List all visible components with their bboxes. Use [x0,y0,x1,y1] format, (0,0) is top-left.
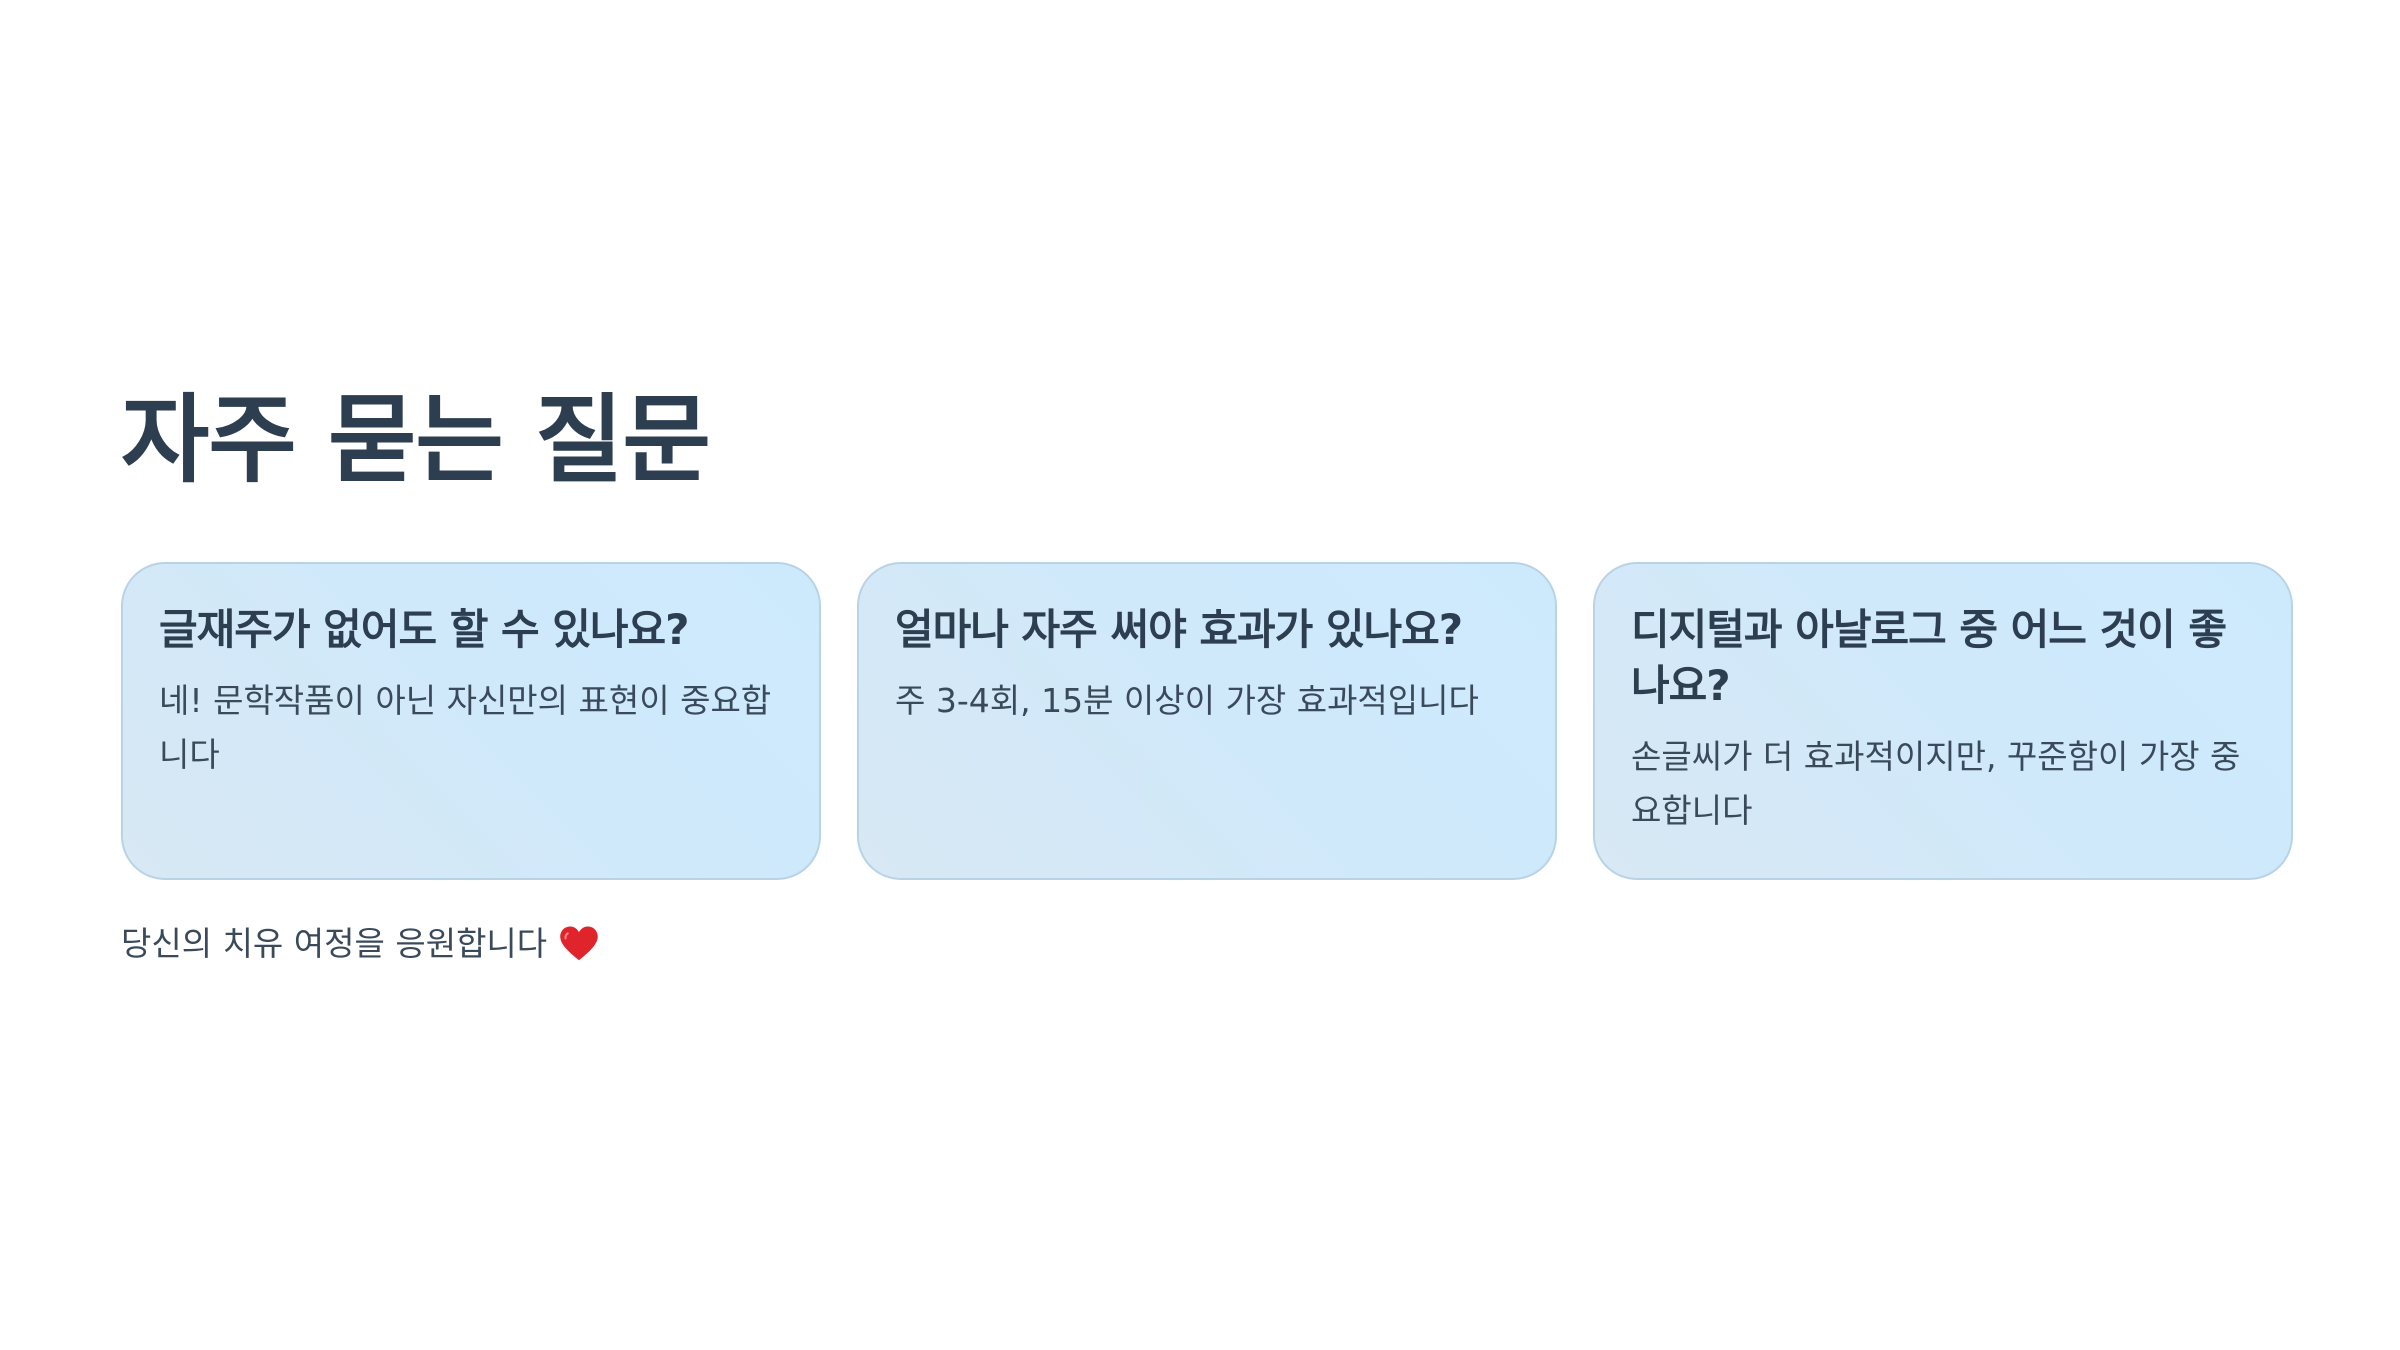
faq-card: 얼마나 자주 써야 효과가 있나요? 주 3-4회, 15분 이상이 가장 효과… [857,562,1557,880]
faq-question: 글재주가 없어도 할 수 있나요? [159,605,690,654]
footer-message: 당신의 치유 여정을 응원합니다 [121,924,548,963]
faq-card: 글재주가 없어도 할 수 있나요? 네! 문학작품이 아닌 자신만의 표현이 중… [121,562,821,880]
faq-answer: 손글씨가 더 효과적이지만, 꾸준함이 가장 중요합니다 [1631,737,2241,830]
faq-question: 얼마나 자주 써야 효과가 있나요? [895,605,1463,654]
faq-question: 디지털과 아날로그 중 어느 것이 좋나요? [1631,605,2227,710]
faq-answer: 주 3-4회, 15분 이상이 가장 효과적입니다 [895,681,1479,720]
faq-answer: 네! 문학작품이 아닌 자신만의 표현이 중요합니다 [159,681,772,774]
heart-icon [560,926,598,961]
faq-title: 자주 묻는 질문 [121,384,711,496]
footer-note: 당신의 치유 여정을 응원합니다 [121,920,2293,968]
faq-card-grid: 글재주가 없어도 할 수 있나요? 네! 문학작품이 아닌 자신만의 표현이 중… [121,562,2293,880]
faq-card: 디지털과 아날로그 중 어느 것이 좋나요? 손글씨가 더 효과적이지만, 꾸준… [1593,562,2293,880]
faq-section: 자주 묻는 질문 글재주가 없어도 할 수 있나요? 네! 문학작품이 아닌 자… [121,380,2293,968]
